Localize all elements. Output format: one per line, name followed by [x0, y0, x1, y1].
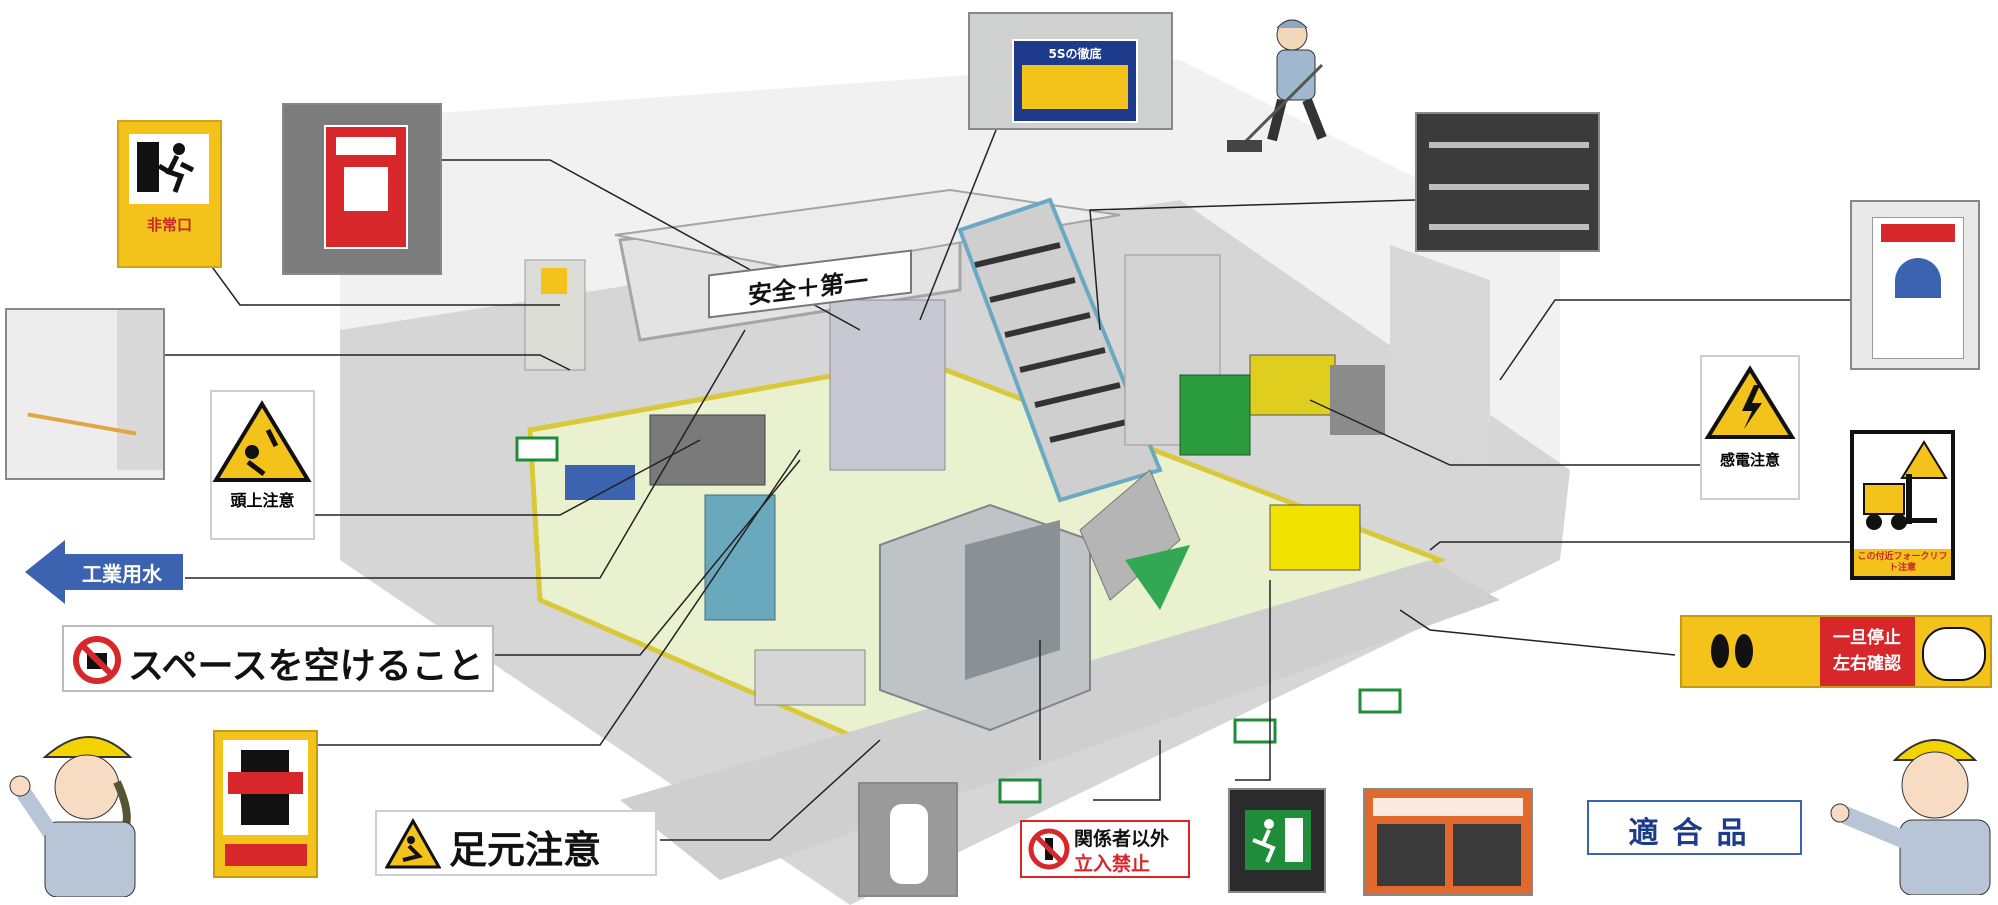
spray-bottle-photo	[858, 782, 958, 897]
no-entry-icon	[1028, 828, 1070, 870]
slip-warning-icon	[385, 818, 441, 870]
exit-sign-photo	[1228, 788, 1326, 893]
conveyor	[1079, 469, 1181, 601]
watch-your-step-sign: 足元注意	[375, 810, 657, 876]
green-cart	[1179, 374, 1251, 456]
emergency-exit-sign: 非常口	[117, 120, 222, 268]
mezzanine-top	[614, 188, 1121, 272]
walkway	[620, 560, 1500, 880]
yellow-crates	[1269, 504, 1361, 571]
overhead-caution-sign: 頭上注意	[210, 390, 315, 540]
exit-green-panel	[1245, 810, 1311, 870]
no-entry-label-line1: 関係者以外	[1074, 828, 1170, 850]
emergency-exit-label: 非常口	[146, 216, 192, 234]
keep-space-clear-sign: スペースを空けること	[62, 625, 494, 692]
5s-board-title: 5Sの徹底	[1048, 47, 1102, 61]
cnc-front	[965, 520, 1060, 680]
fire-extinguisher-photo	[282, 103, 442, 275]
watch-your-step-label: 足元注意	[449, 828, 602, 872]
conforming-product-sign: 適合品	[1587, 800, 1802, 855]
no-entry-sign: 関係者以外 立入禁止	[1020, 820, 1190, 878]
conforming-product-label: 適合品	[1628, 816, 1761, 851]
green-stand	[1125, 545, 1190, 610]
industrial-water-arrow: 工業用水	[25, 540, 183, 604]
corner-floor-photo	[5, 308, 165, 480]
no-entry-label-line2: 立入禁止	[1074, 853, 1151, 875]
electric-shock-sign: 感電注意	[1700, 355, 1800, 500]
door-sign	[541, 268, 567, 294]
storage-boxes	[649, 414, 766, 486]
pinch-hazard-sign	[213, 730, 318, 878]
no-obstruction-icon	[72, 635, 122, 685]
stop-check-pictogram	[1922, 627, 1986, 681]
worker-waving-illustration	[5, 722, 150, 897]
worker-pointing-illustration	[1825, 720, 1995, 895]
fire-sign-panel	[324, 125, 408, 249]
stop-check-panel	[1820, 617, 1915, 686]
emergency-exit-icon	[129, 134, 209, 204]
keep-space-clear-label: スペースを空けること	[128, 646, 484, 687]
industrial-water-label: 工業用水	[82, 562, 162, 586]
stop-check-label: 一旦停止 左右確認	[1833, 628, 1901, 674]
stair-steps	[974, 242, 1136, 443]
worker-sweeping-illustration	[1222, 10, 1372, 160]
side-table	[754, 649, 866, 706]
footprints-icon	[1702, 629, 1762, 679]
tool-board-photo	[1363, 788, 1533, 896]
floor-arrows	[515, 436, 1402, 804]
overhead-caution-label: 頭上注意	[230, 491, 295, 510]
press-machine	[704, 494, 776, 621]
hand-truck	[565, 465, 635, 500]
forklift-load	[1330, 365, 1385, 435]
pillar	[829, 299, 946, 471]
stop-check-floor-mat: 一旦停止 左右確認	[1680, 615, 1992, 688]
5s-board-photo: 5Sの徹底	[968, 12, 1173, 130]
electric-shock-label: 感電注意	[1719, 451, 1780, 469]
wall-sign-photo	[1850, 200, 1980, 370]
shelf-photo	[1415, 112, 1600, 252]
electric-shock-icon	[1704, 365, 1796, 439]
overhead-caution-icon	[212, 400, 312, 482]
forklift-warning-sign: この付近フォークリフト注意	[1850, 430, 1955, 580]
5s-board: 5Sの徹底	[1012, 39, 1138, 123]
side-wall	[1390, 245, 1490, 470]
forklift-warning-label: この付近フォークリフト注意	[1857, 552, 1948, 573]
forklift-icon	[1863, 440, 1948, 530]
